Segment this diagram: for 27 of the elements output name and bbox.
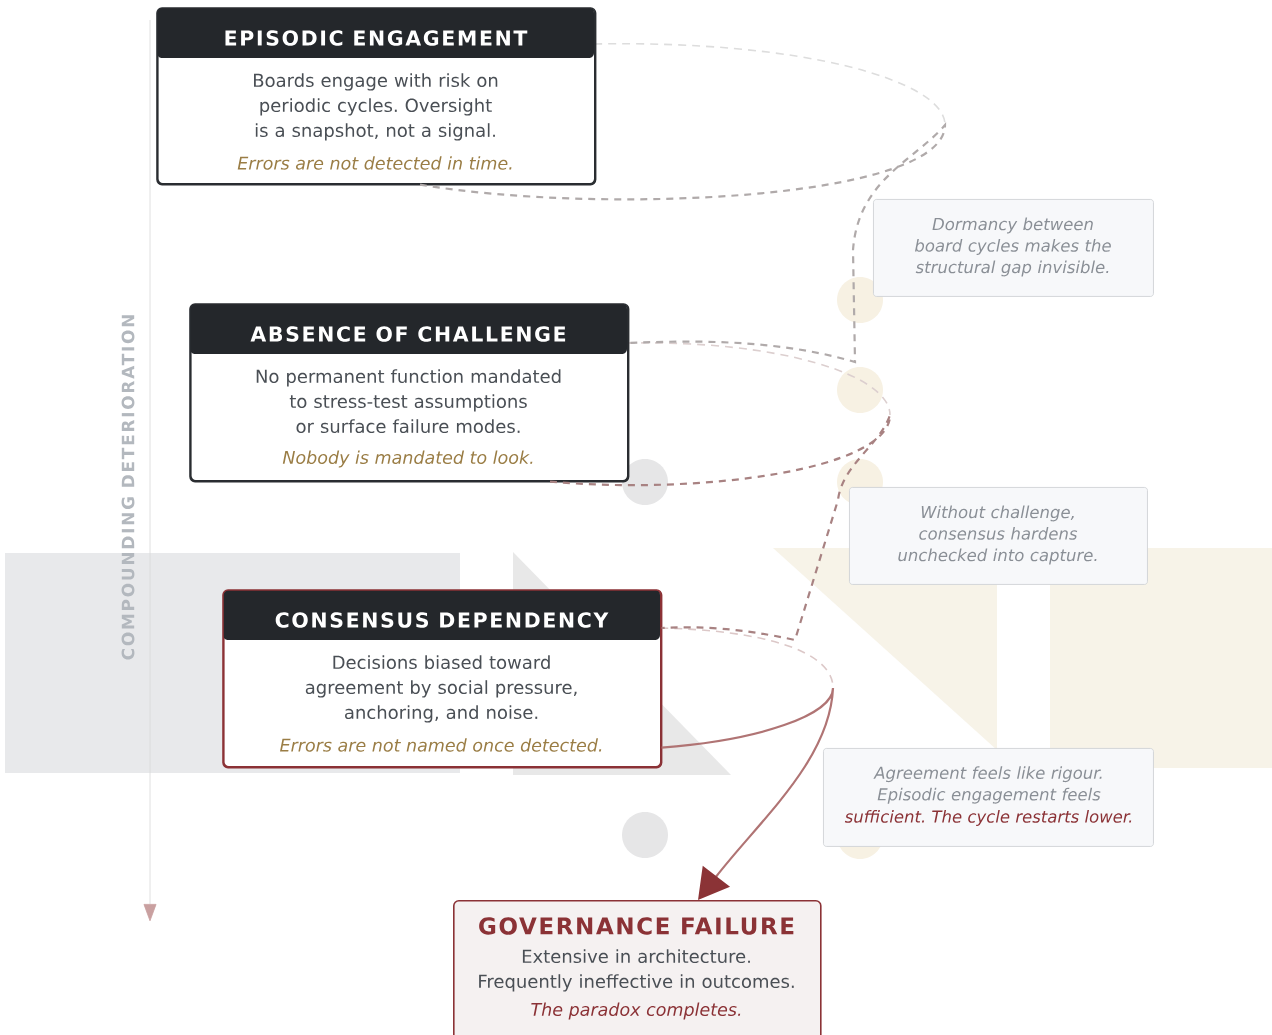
note-text: Agreement feels like rigour. Episodic engagement feels [873, 766, 1102, 804]
card-title: EPISODIC ENGAGEMENT [225, 30, 528, 46]
card-title: ABSENCE OF CHALLENGE [250, 326, 566, 342]
card-title: GOVERNANCE FAILURE [479, 917, 794, 935]
card-body: Boards engage with risk on periodic cycles. Oversight is a snapshot, not a signal. [254, 73, 498, 141]
connector [419, 123, 947, 364]
card-body: No permanent function mandated to stress-test assumptions or surface failure modes. [256, 369, 561, 434]
card-title: CONSENSUS DEPENDENCY [275, 612, 609, 628]
card-body: Decisions biased toward agreement by social pressure, anchoring, and noise. [305, 655, 577, 723]
connector [661, 686, 835, 900]
stage-card [222, 589, 663, 769]
card-note: The paradox completes. [531, 1002, 741, 1020]
note-card [823, 748, 1154, 847]
stage-card [156, 7, 597, 186]
connector [549, 413, 892, 642]
card-note: Nobody is mandated to look. [282, 450, 533, 468]
note-text: sufficient. The cycle restarts lower. [844, 810, 1132, 826]
card-body: Extensive in architecture. Frequently ineffective in outcomes. [479, 949, 794, 992]
note-text: Dormancy between board cycles makes the structural gap invisible. [915, 217, 1111, 277]
note-card [873, 199, 1154, 297]
outcome-card [453, 900, 822, 1035]
axis-label: COMPOUNDING DETERIORATION [121, 315, 135, 660]
card-note: Errors are not detected in time. [237, 156, 512, 170]
card-note: Errors are not named once detected. [280, 738, 602, 752]
note-card [849, 487, 1148, 585]
stage-card [189, 303, 630, 483]
note-text: Without challenge, consensus hardens unchecked into capture. [898, 505, 1097, 565]
